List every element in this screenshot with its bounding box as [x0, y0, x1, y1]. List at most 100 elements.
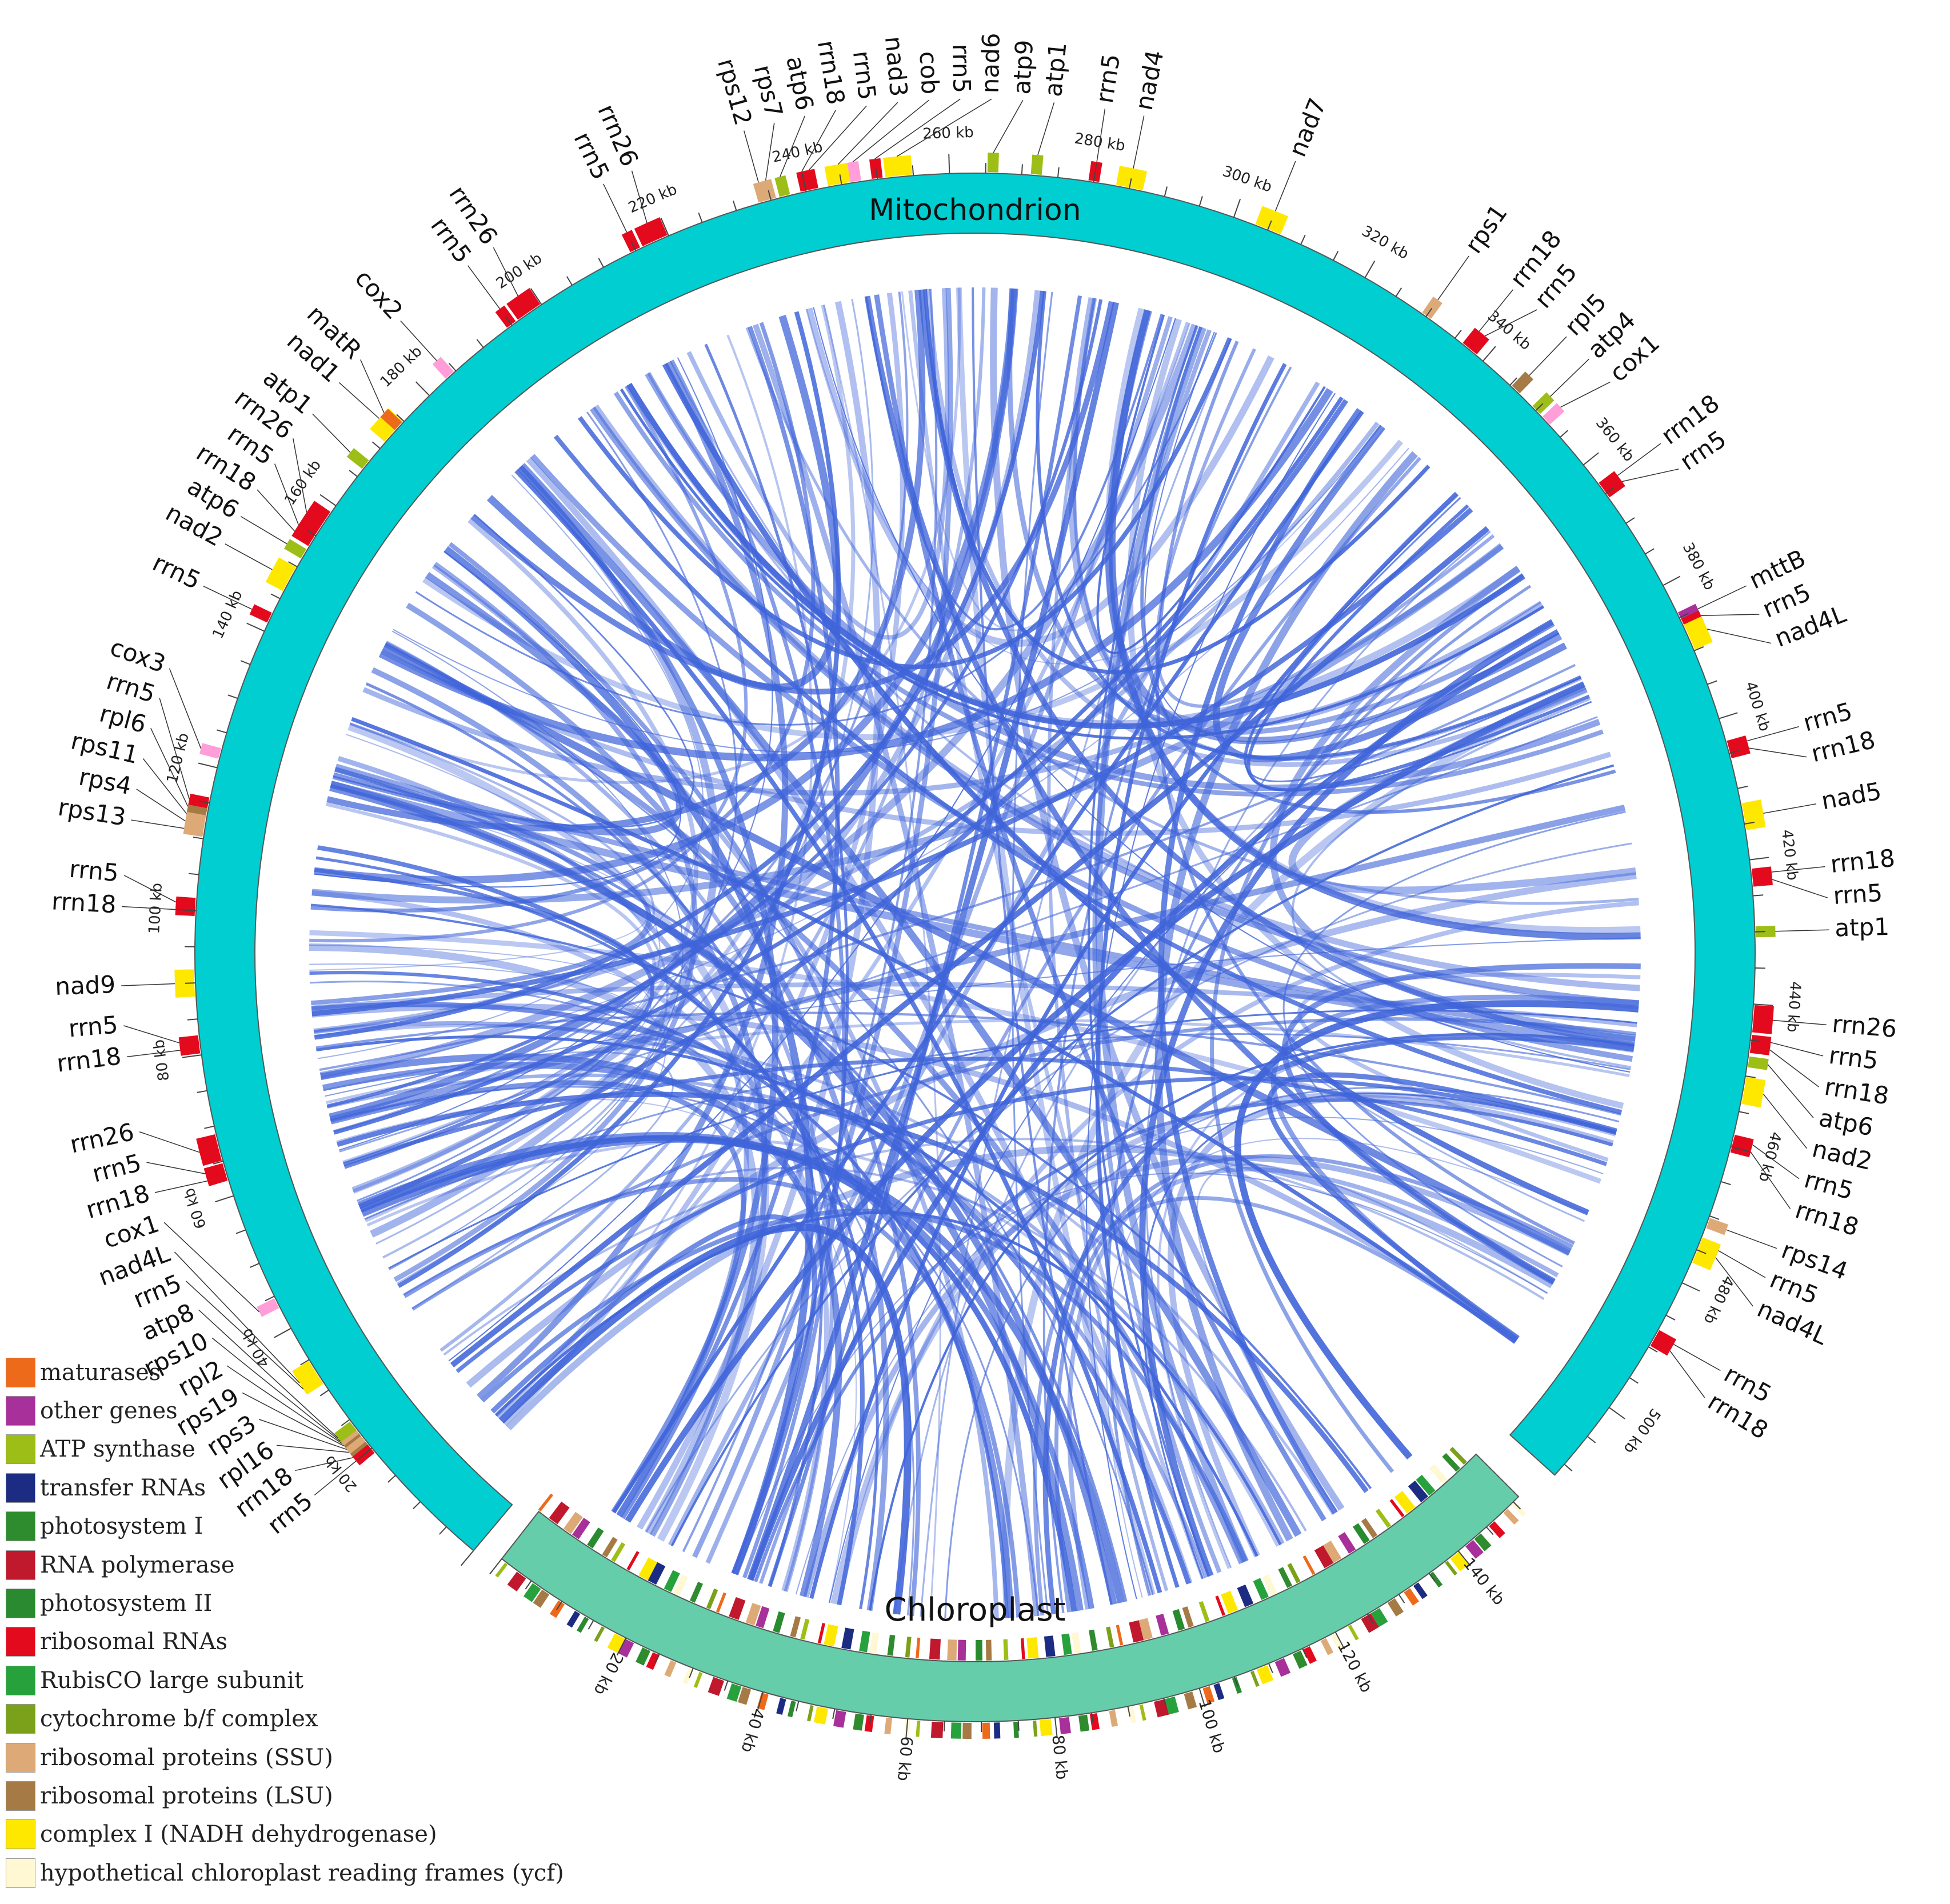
gene-block	[506, 287, 541, 320]
gene-category-legend: maturases other genes ATP synthase trans…	[6, 1353, 634, 1892]
tick-mark	[341, 1419, 350, 1426]
synteny-link	[956, 287, 1156, 1596]
tick-mark	[246, 622, 265, 632]
leader-line	[139, 1131, 200, 1153]
chloroplast-gene-block	[523, 1583, 541, 1602]
tick-mark	[1709, 1215, 1720, 1220]
gene-block	[803, 169, 818, 190]
synteny-link	[670, 764, 1615, 1547]
gene-label: rrn5	[1827, 1041, 1880, 1075]
chloroplast-gene-block	[1503, 1509, 1519, 1525]
gene-block	[760, 179, 776, 201]
gene-block	[987, 153, 999, 173]
tick-mark	[1300, 234, 1306, 245]
tick-mark	[1364, 260, 1376, 278]
leader-line	[123, 875, 177, 903]
gene-label: rrn5	[67, 1010, 119, 1042]
synteny-link	[388, 1009, 1637, 1269]
chloroplast-gene-block	[1250, 1670, 1260, 1687]
tick-mark	[319, 494, 337, 506]
tick-mark	[1425, 307, 1433, 317]
leader-line	[1669, 1350, 1705, 1398]
gene-block	[1741, 799, 1766, 830]
leader-line	[780, 115, 805, 177]
synteny-link	[1096, 314, 1326, 654]
gene-label: nad5	[1819, 777, 1884, 815]
synteny-link	[692, 287, 953, 1558]
tick-mark	[654, 1653, 660, 1664]
tick-mark	[1302, 1648, 1308, 1658]
tick-mark	[1720, 1181, 1731, 1186]
synteny-link	[393, 562, 698, 1282]
tick-mark	[660, 218, 669, 237]
leader-line	[142, 758, 187, 814]
mitochondrion-ring	[194, 172, 1756, 1552]
leader-line	[801, 110, 836, 172]
chloroplast-gene-block	[1156, 1614, 1169, 1636]
chloroplast-gene-block	[929, 1638, 941, 1660]
chloroplast-gene-block	[1253, 1578, 1269, 1601]
leader-line	[1752, 1144, 1800, 1179]
synteny-link	[1088, 325, 1210, 1577]
tick-label: 400 kb	[1741, 679, 1773, 733]
tick-label: 220 kb	[626, 181, 680, 217]
legend-swatch	[6, 1704, 35, 1734]
tick-mark	[875, 169, 878, 179]
chloroplast-gene-block	[577, 1617, 589, 1633]
tick-mark	[1665, 1314, 1676, 1321]
tick-mark	[1164, 186, 1168, 197]
synteny-link	[310, 981, 915, 1616]
synteny-link	[1297, 973, 1641, 1162]
chloroplast-gene-block	[1172, 1609, 1185, 1631]
synteny-link	[530, 454, 1633, 1062]
synteny-link	[330, 781, 1084, 1611]
leader-line	[186, 1281, 304, 1390]
tick-mark	[1679, 613, 1689, 618]
legend-swatch	[6, 1473, 35, 1503]
legend-label: complex I (NADH dehydrogenase)	[40, 1821, 437, 1848]
tick-mark	[556, 1601, 563, 1611]
synteny-link	[1067, 1167, 1559, 1610]
leader-line	[293, 438, 307, 513]
chloroplast-gene-block	[1003, 1639, 1009, 1660]
leader-line	[1771, 866, 1825, 873]
chloroplast-gene-block	[738, 1687, 752, 1705]
leader-line	[1037, 102, 1055, 155]
synteny-link	[1106, 585, 1532, 1596]
tick-mark	[1233, 198, 1241, 218]
leader-line	[274, 463, 299, 525]
leader-line	[467, 265, 501, 309]
synteny-link	[1033, 1196, 1517, 1616]
leader-line	[136, 789, 186, 822]
synteny-link	[496, 334, 813, 1418]
synteny-link	[310, 322, 816, 913]
tick-mark	[732, 200, 737, 211]
leader-line	[765, 122, 775, 181]
leader-line	[211, 1337, 341, 1442]
synteny-link	[455, 1076, 1617, 1373]
leader-line	[1437, 255, 1469, 301]
tick-label: 500 kb	[1620, 1405, 1664, 1457]
legend-swatch	[6, 1396, 35, 1426]
chloroplast-band	[501, 1453, 1520, 1722]
tick-label: 80 kb	[150, 1038, 173, 1082]
legend-swatch	[6, 1665, 35, 1695]
leader-line	[154, 1180, 208, 1193]
chloroplast-gene-block	[756, 1606, 770, 1629]
gene-label: atp6	[1817, 1103, 1876, 1142]
gene-label: atp9	[1008, 39, 1038, 95]
chloroplast-gene-block	[638, 1557, 658, 1581]
tick-label: 320 kb	[1359, 222, 1412, 263]
chloroplast-gene-block	[572, 1518, 590, 1539]
chloroplast-gene-block	[594, 1626, 605, 1642]
tick-mark	[1198, 196, 1203, 206]
tick-mark	[307, 530, 317, 537]
chloroplast-gene-block	[1026, 1637, 1039, 1659]
chloroplast-gene-block	[1353, 1523, 1370, 1544]
leader-line	[1697, 585, 1747, 610]
tick-label: 440 kb	[1784, 981, 1804, 1033]
synteny-link	[330, 1080, 746, 1514]
leader-line	[257, 489, 295, 531]
gene-block	[349, 1441, 372, 1462]
tick-mark	[1648, 1346, 1658, 1353]
